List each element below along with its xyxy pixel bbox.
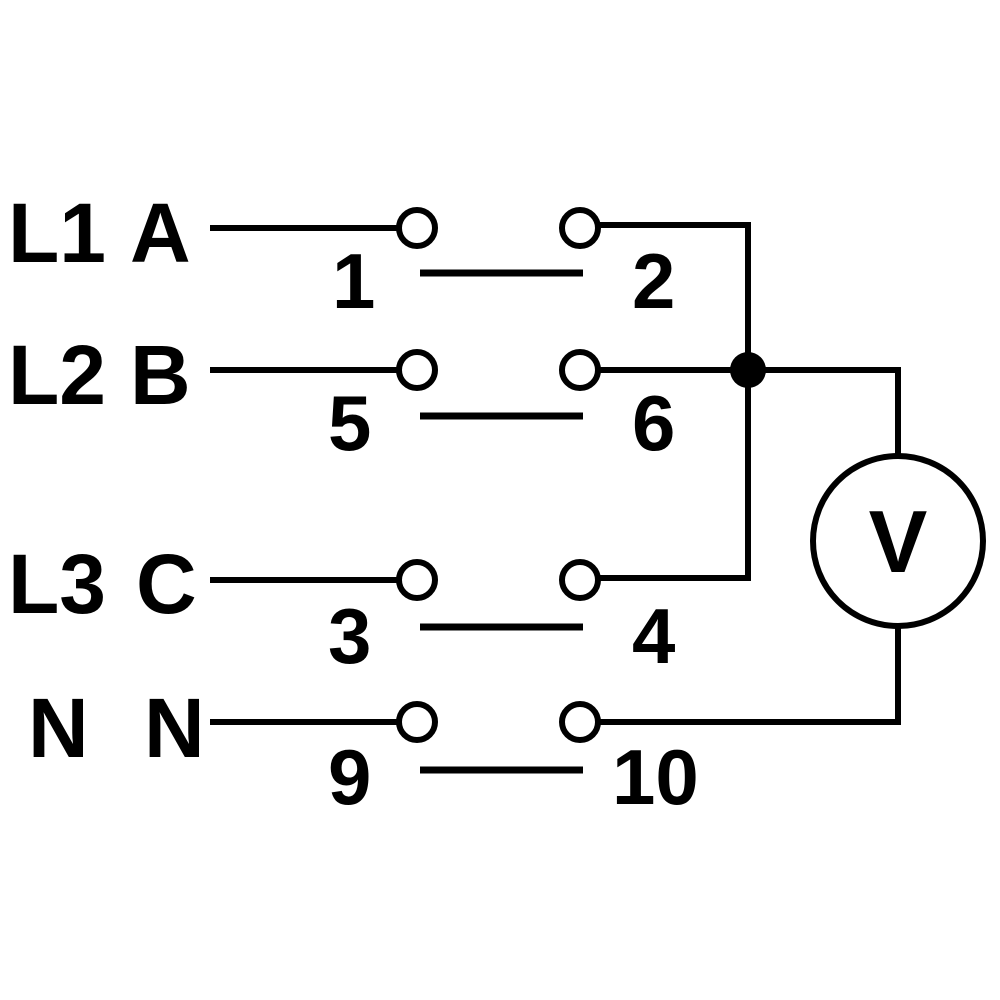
row-l3: L3 C 3 4: [8, 537, 675, 680]
line-label-n: N: [28, 681, 89, 775]
line-label-l2: L2: [8, 328, 106, 422]
line-label-l3: L3: [8, 537, 106, 631]
phase-label-b: B: [130, 328, 191, 422]
terminal-label-9: 9: [328, 733, 371, 821]
terminal-6: [559, 349, 601, 391]
terminal-2: [559, 207, 601, 249]
terminal-label-1: 1: [332, 237, 375, 325]
line-label-l1: L1: [8, 186, 106, 280]
terminal-label-6: 6: [632, 379, 675, 467]
phase-label-a: A: [130, 186, 191, 280]
voltmeter-symbol: V: [869, 492, 928, 591]
terminal-label-3: 3: [328, 592, 371, 680]
common-bus: [595, 222, 766, 581]
row-l2: L2 B 5 6: [8, 328, 675, 467]
terminal-label-4: 4: [632, 592, 675, 680]
terminal-3: [396, 559, 438, 601]
phase-label-c: C: [136, 537, 197, 631]
voltmeter-branch: V: [595, 367, 986, 725]
terminal-5: [396, 349, 438, 391]
terminal-10: [559, 701, 601, 743]
row-l1: L1 A 1 2: [8, 186, 675, 325]
terminal-label-5: 5: [328, 379, 371, 467]
row-n: N N 9 10: [28, 681, 699, 821]
terminal-label-2: 2: [632, 237, 675, 325]
phase-label-n: N: [144, 681, 205, 775]
terminal-9: [396, 701, 438, 743]
terminal-label-10: 10: [612, 733, 699, 821]
terminal-4: [559, 559, 601, 601]
terminal-1: [396, 207, 438, 249]
